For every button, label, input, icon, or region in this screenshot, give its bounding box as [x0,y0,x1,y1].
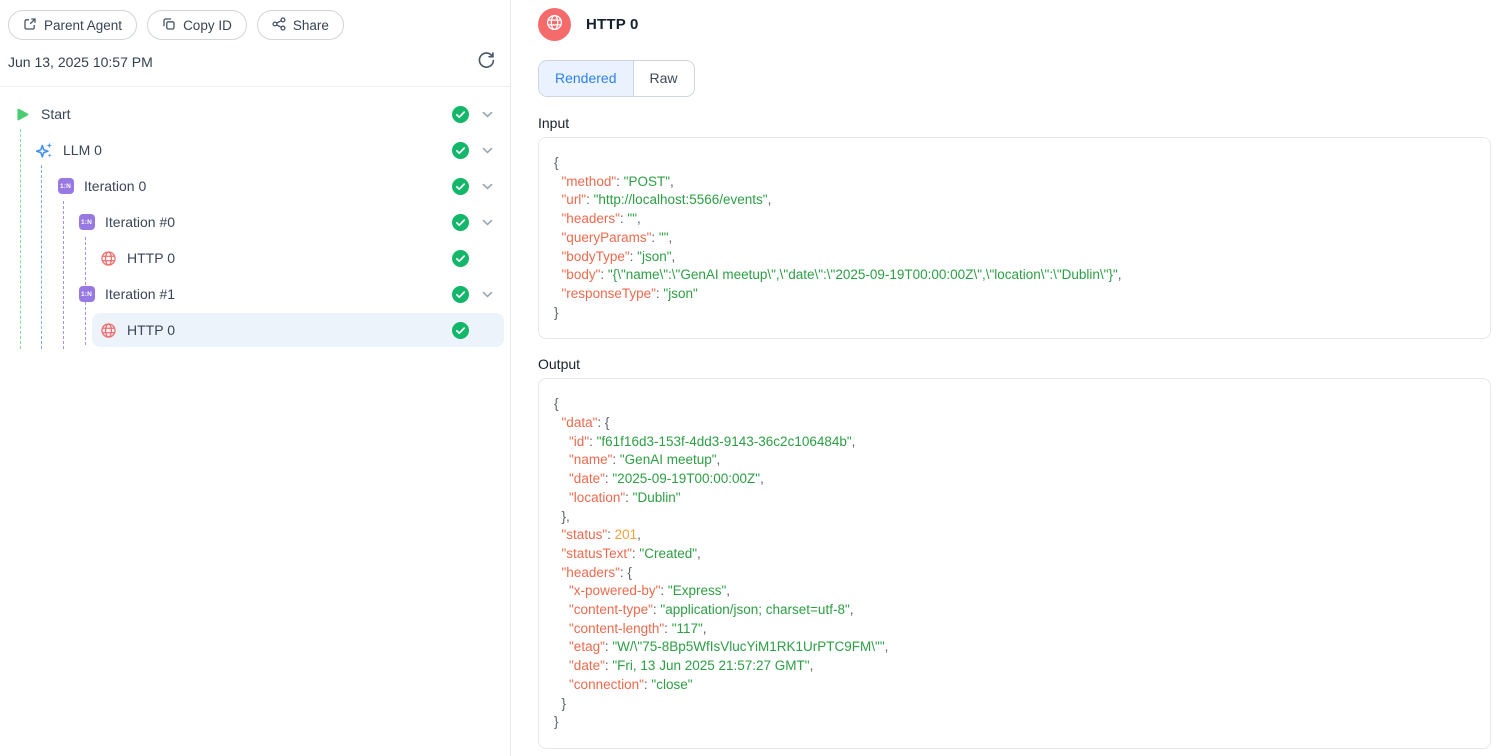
share-icon [272,16,286,34]
chevron-down-icon[interactable] [481,144,494,157]
code-line: "queryParams": "", [561,229,673,245]
chevron-down-icon[interactable] [481,216,494,229]
copy-id-button[interactable]: Copy ID [147,10,247,40]
code-line: "name": "GenAI meetup", [569,452,721,468]
iteration-icon: 1:N [57,178,74,195]
iteration-icon: 1:N [78,286,95,303]
success-check-icon [452,177,469,195]
globe-icon [100,322,117,339]
success-check-icon [452,249,469,267]
sparkle-icon [36,142,53,159]
tree-node-label: HTTP 0 [127,250,175,266]
chevron-down-icon[interactable] [481,288,494,301]
tree-node-label: LLM 0 [63,142,102,158]
node-detail-header: HTTP 0 [538,8,1491,41]
code-line: "headers": { [561,564,632,580]
chevron-down-icon[interactable] [481,180,494,193]
code-line: "content-type": "application/json; chars… [569,602,854,618]
play-icon [14,106,31,123]
input-section-label: Input [538,115,570,131]
code-line: "responseType": "json" [561,285,698,301]
share-button[interactable]: Share [256,10,344,40]
chevron-down-icon[interactable] [481,108,494,121]
tree-row[interactable]: LLM 0 [0,132,510,168]
parent-agent-label: Parent Agent [44,17,123,33]
code-line: "url": "http://localhost:5566/events", [561,192,772,208]
execution-toolbar: Parent Agent Copy ID Share [0,0,510,40]
tree-guide-line [41,165,42,349]
parent-agent-button[interactable]: Parent Agent [8,10,138,40]
success-check-icon [452,321,469,339]
globe-icon [100,250,117,267]
code-line: "location": "Dublin" [569,489,681,505]
code-line: "date": "Fri, 13 Jun 2025 21:57:27 GMT", [569,658,814,674]
tree-guide-line [63,201,64,349]
tab-raw[interactable]: Raw [633,61,694,96]
tree-node-label: HTTP 0 [127,322,175,338]
code-line: }, [554,508,570,524]
success-check-icon [452,213,469,231]
tree-node-label: Iteration #1 [105,286,176,302]
tree-row[interactable]: HTTP 0 [0,312,510,348]
tree-node-label: Start [41,106,71,122]
tree-row[interactable]: 1:N Iteration #1 [0,276,510,312]
refresh-icon [477,51,496,73]
code-line: "body": "{\"name\":\"GenAI meetup\",\"da… [561,267,1122,283]
code-line: "bodyType": "json", [561,248,676,264]
success-check-icon [452,285,469,303]
share-label: Share [292,17,329,33]
code-line: "headers": "", [561,211,641,227]
execution-panel: Parent Agent Copy ID Share Jun 13, 2025 … [0,0,511,756]
iteration-icon: 1:N [78,214,95,231]
output-json-viewer[interactable]: { "data": { "id": "f61f16d3-153f-4dd3-91… [538,378,1491,749]
tree-node-label: Iteration #0 [105,214,176,230]
code-line: "date": "2025-09-19T00:00:00Z", [569,471,764,487]
code-line: } [554,714,559,730]
success-check-icon [452,141,469,159]
copy-id-label: Copy ID [183,17,232,33]
copy-icon [162,17,176,34]
code-line: { [554,396,559,412]
refresh-button[interactable] [477,51,496,73]
execution-meta-row: Jun 13, 2025 10:57 PM [0,40,510,87]
external-link-icon [23,17,37,34]
tree-guide-line [20,129,21,349]
code-line: "statusText": "Created", [561,545,701,561]
code-line: } [554,695,567,711]
http-node-avatar [538,8,571,41]
tree-row[interactable]: HTTP 0 [0,240,510,276]
code-line: } [554,304,559,320]
output-section-label: Output [538,356,581,373]
code-line: "status": 201, [561,527,641,543]
execution-timestamp: Jun 13, 2025 10:57 PM [8,54,153,70]
code-line: "id": "f61f16d3-153f-4dd3-9143-36c2c1064… [569,433,856,449]
tree-row[interactable]: 1:N Iteration 0 [0,168,510,204]
node-detail-title: HTTP 0 [586,16,639,33]
code-line: "etag": "W/\"75-8Bp5WfIsVlucYiM1RK1UrPTC… [569,639,889,655]
code-line: "connection": "close" [569,676,693,692]
tab-rendered[interactable]: Rendered [539,61,634,96]
code-line: "content-length": "117", [569,620,707,636]
success-check-icon [452,105,469,123]
node-detail-panel: HTTP 0 Rendered Raw Input { "method": "P… [512,0,1496,756]
globe-icon [545,13,564,37]
code-line: "x-powered-by": "Express", [569,583,731,599]
tree-row[interactable]: 1:N Iteration #0 [0,204,510,240]
input-json-viewer[interactable]: { "method": "POST", "url": "http://local… [538,137,1491,340]
tree-row[interactable]: Start [0,96,510,132]
code-line: "data": { [561,415,610,431]
view-tabs: Rendered Raw [538,60,695,97]
code-line: { [554,155,559,170]
tree-node-label: Iteration 0 [84,178,147,194]
code-line: "method": "POST", [561,173,674,189]
